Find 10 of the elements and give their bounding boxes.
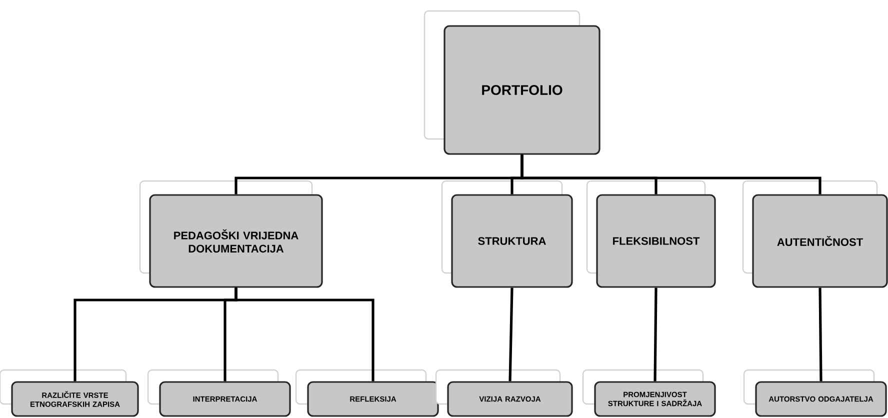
connector-line	[818, 288, 822, 382]
chart-box: PEDAGOŠKI VRIJEDNA DOKUMENTACIJA	[139, 180, 323, 288]
chart-box: FLEKSIBILNOST	[586, 180, 716, 288]
connector-line	[520, 154, 822, 194]
connector-line	[654, 288, 658, 382]
chart-box: STRUKTURA	[441, 180, 573, 288]
chart-box: AUTENTIČNOST	[742, 180, 888, 288]
connector-line	[508, 288, 514, 382]
chart-box: PORTFOLIO	[424, 10, 600, 155]
connector-line	[234, 288, 374, 382]
